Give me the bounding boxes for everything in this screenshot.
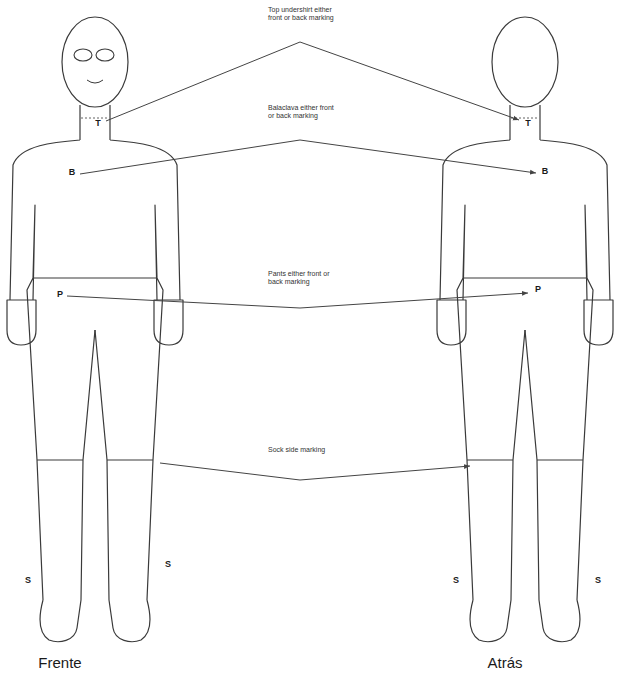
- leader-lines: [67, 42, 536, 480]
- back-figure: [437, 17, 613, 642]
- leader-line: [106, 42, 519, 121]
- leader-line: [67, 293, 528, 308]
- marking-note: Pants either front or back marking: [268, 270, 340, 287]
- view-caption: Atrás: [487, 655, 522, 672]
- marking-letter: S: [165, 560, 171, 569]
- leader-line: [80, 140, 536, 174]
- front-figure: [7, 17, 183, 642]
- marking-letter: B: [542, 167, 549, 176]
- marking-letter: T: [95, 119, 101, 128]
- marking-letter: P: [535, 285, 541, 294]
- leader-line: [160, 463, 470, 480]
- marking-note: Top undershirt either front or back mark…: [268, 6, 340, 23]
- marking-letter: S: [595, 576, 601, 585]
- marking-note: Sock side marking: [268, 446, 340, 454]
- marking-letter: T: [525, 119, 531, 128]
- view-caption: Frente: [38, 655, 81, 672]
- marking-note: Balaclava either front or back marking: [268, 104, 340, 121]
- marking-letter: B: [69, 168, 76, 177]
- marking-letter: S: [453, 576, 459, 585]
- marking-letter: S: [25, 576, 31, 585]
- marking-letter: P: [57, 290, 63, 299]
